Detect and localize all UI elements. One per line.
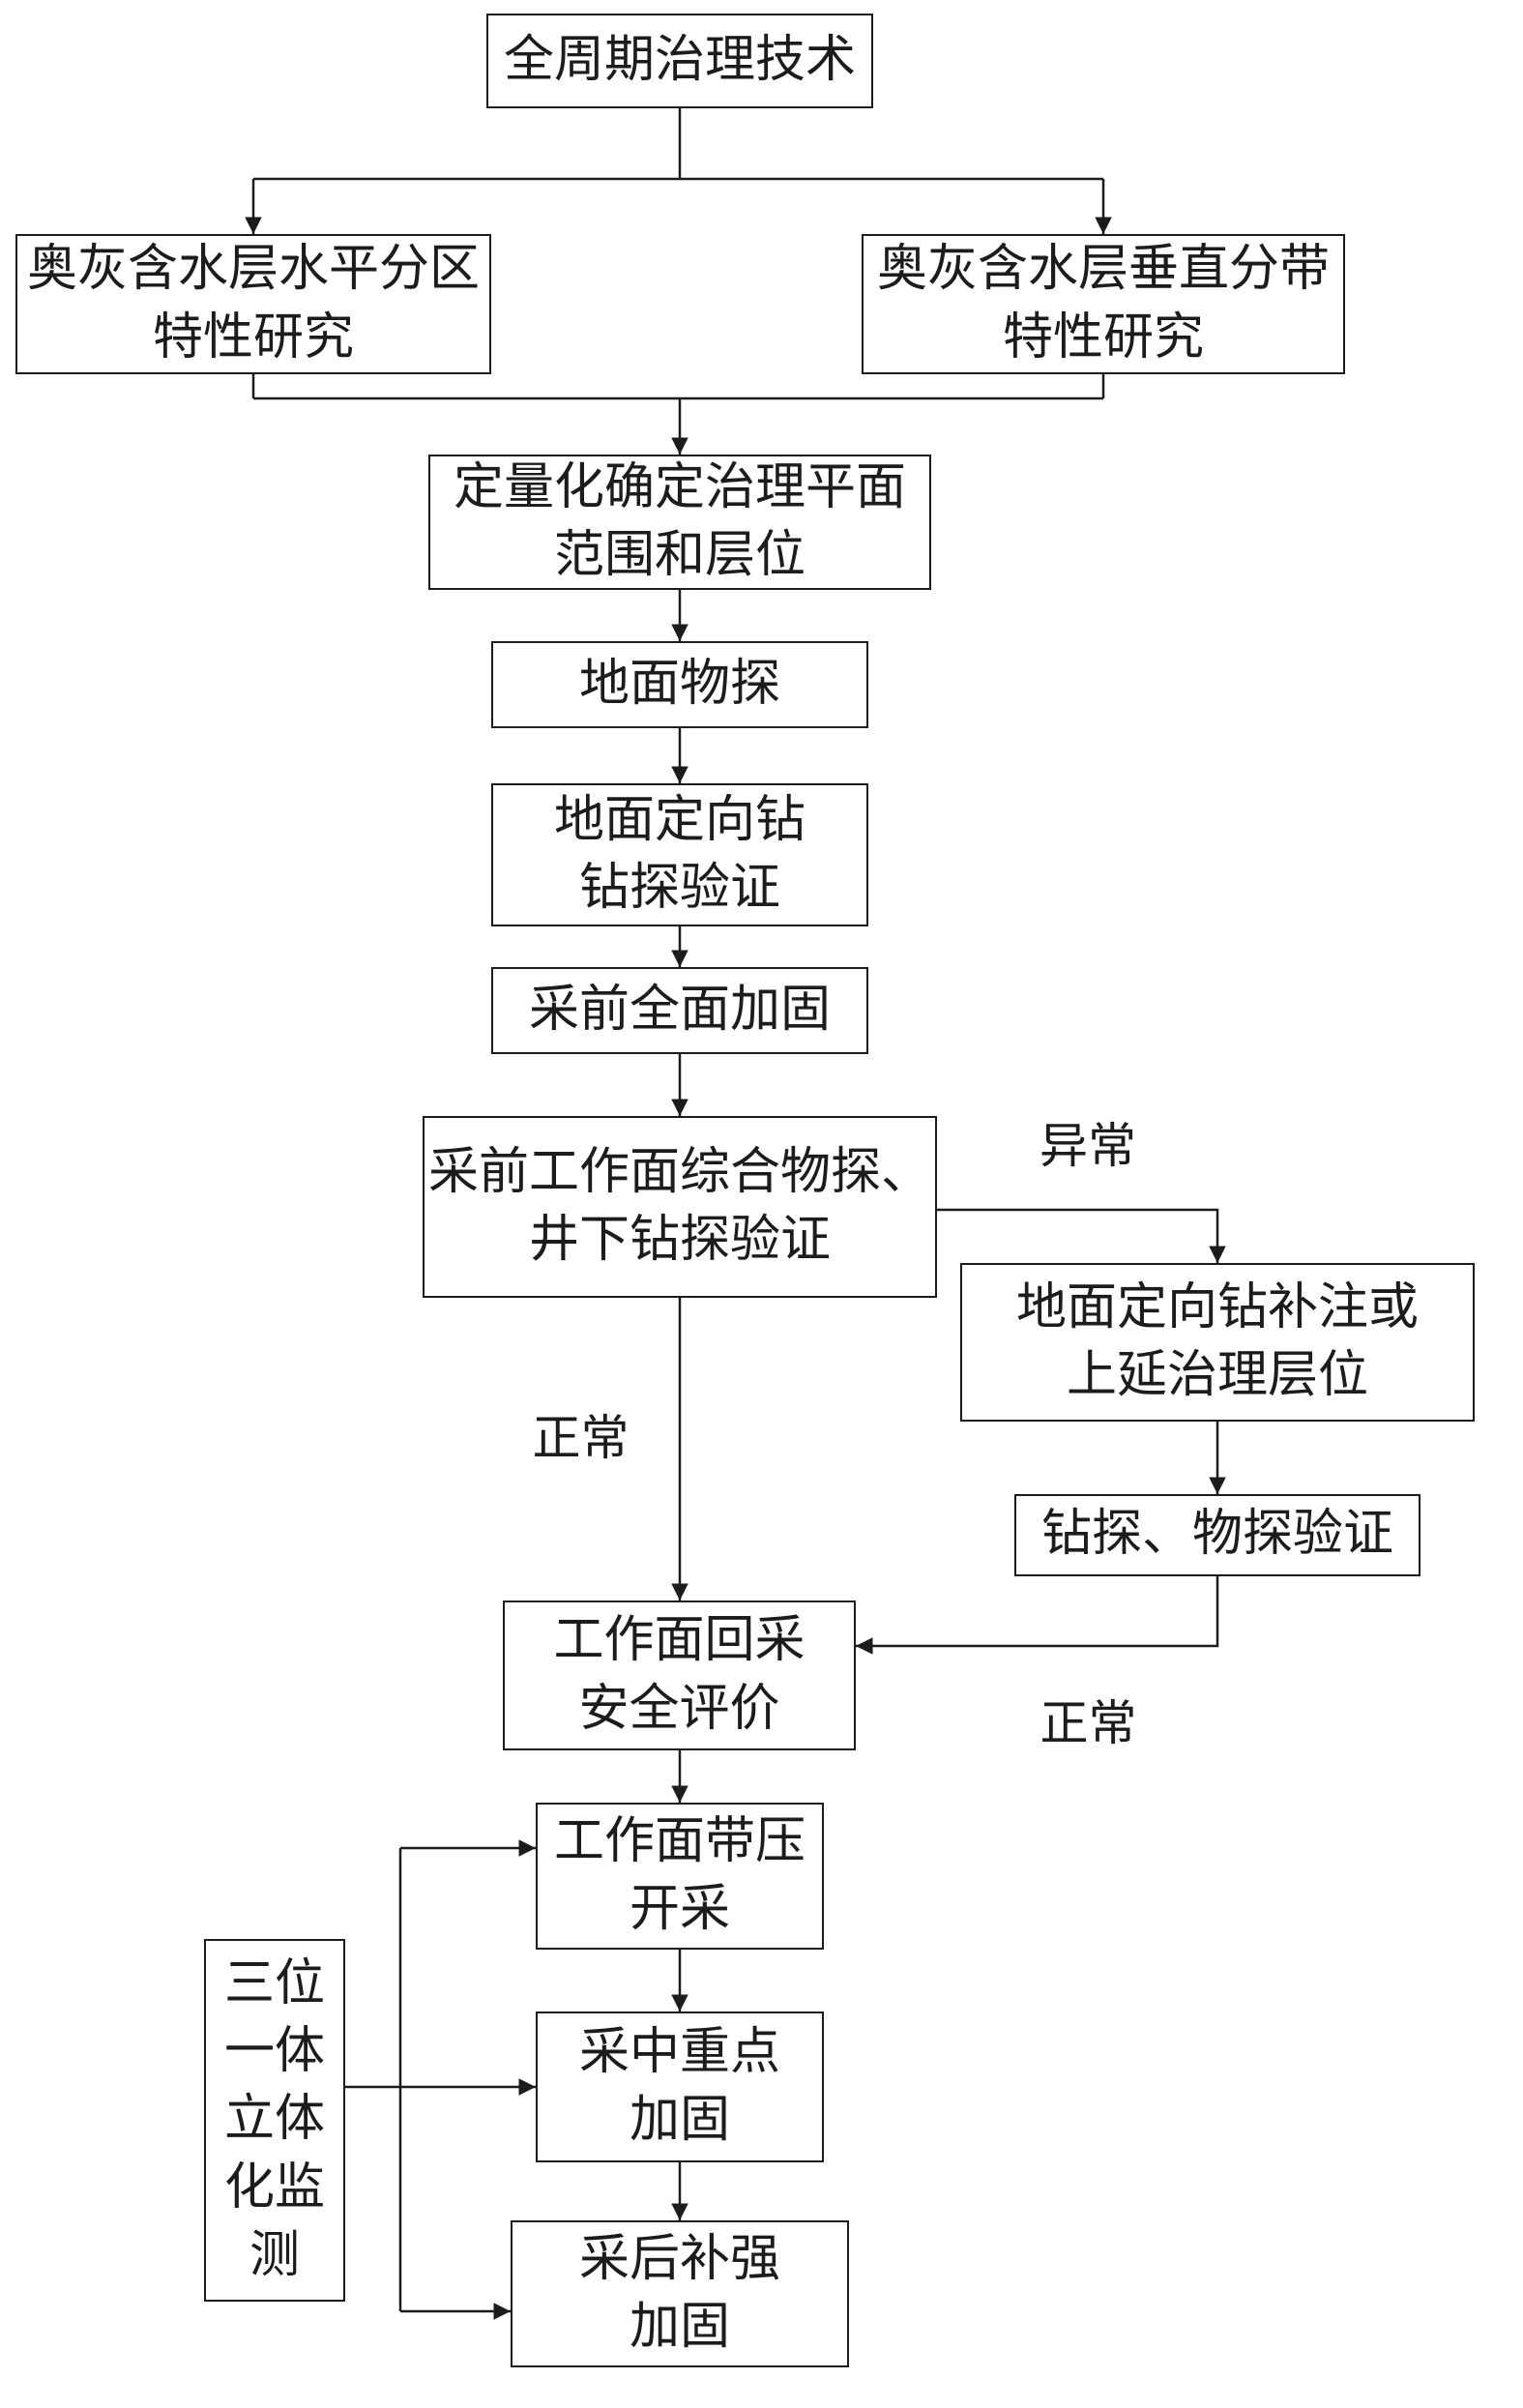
node-quantify-scope-label: 定量化确定治理平面 范围和层位 (453, 459, 906, 583)
edge-verify-to-safety (856, 1576, 1219, 1655)
node-surface-directional-drilling: 地面定向钻 钻探验证 (491, 783, 868, 926)
node-vertical-zoning-study: 奥灰含水层垂直分带 特性研究 (862, 234, 1345, 374)
node-three-in-one-monitoring: 三位 一体 立体 化监 测 (204, 1939, 345, 2302)
node-pre-mining-survey-label: 采前工作面综合物探、 井下钻探验证 (427, 1144, 931, 1268)
node-mid-mining-reinforce-label: 采中重点 加固 (578, 2024, 780, 2148)
node-safety-evaluation-label: 工作面回采 安全评价 (553, 1613, 805, 1737)
label-normal-right: 正常 (1040, 1696, 1137, 1750)
node-pre-mining-survey: 采前工作面综合物探、 井下钻探验证 (423, 1116, 937, 1298)
label-normal-left: 正常 (532, 1411, 630, 1465)
node-vertical-zoning-study-label: 奥灰含水层垂直分带 特性研究 (876, 242, 1330, 366)
node-full-cycle-technology-label: 全周期治理技术 (503, 32, 856, 88)
node-pressure-mining-label: 工作面带压 开采 (553, 1813, 805, 1937)
node-drilling-geophysics-verify-label: 钻探、物探验证 (1040, 1507, 1393, 1563)
label-abnormal: 异常 (1040, 1119, 1136, 1173)
edge-abnormal-branch (937, 1208, 1226, 1263)
node-drilling-geophysics-verify: 钻探、物探验证 (1014, 1494, 1420, 1576)
node-post-mining-reinforce-label: 采后补强 加固 (578, 2231, 780, 2355)
node-pre-mining-full-reinforce-label: 采前全面加固 (528, 982, 831, 1038)
node-post-mining-reinforce: 采后补强 加固 (511, 2220, 849, 2367)
node-surface-geophysics: 地面物探 (491, 641, 868, 728)
node-pre-mining-full-reinforce: 采前全面加固 (491, 967, 868, 1054)
node-horizontal-zoning-study-label: 奥灰含水层水平分区 特性研究 (26, 242, 480, 366)
node-surface-geophysics-label: 地面物探 (578, 656, 780, 712)
node-supplement-grouting: 地面定向钻补注或 上延治理层位 (960, 1263, 1475, 1422)
node-mid-mining-reinforce: 采中重点 加固 (536, 2012, 824, 2162)
node-horizontal-zoning-study: 奥灰含水层水平分区 特性研究 (15, 234, 491, 374)
node-quantify-scope: 定量化确定治理平面 范围和层位 (428, 455, 931, 590)
node-three-in-one-monitoring-label: 三位 一体 立体 化监 测 (223, 1956, 325, 2283)
node-pressure-mining: 工作面带压 开采 (536, 1803, 824, 1950)
node-surface-directional-drilling-label: 地面定向钻 钻探验证 (553, 792, 805, 916)
node-safety-evaluation: 工作面回采 安全评价 (503, 1600, 856, 1750)
node-full-cycle-technology: 全周期治理技术 (486, 14, 873, 108)
node-supplement-grouting-label: 地面定向钻补注或 上延治理层位 (1015, 1279, 1419, 1403)
